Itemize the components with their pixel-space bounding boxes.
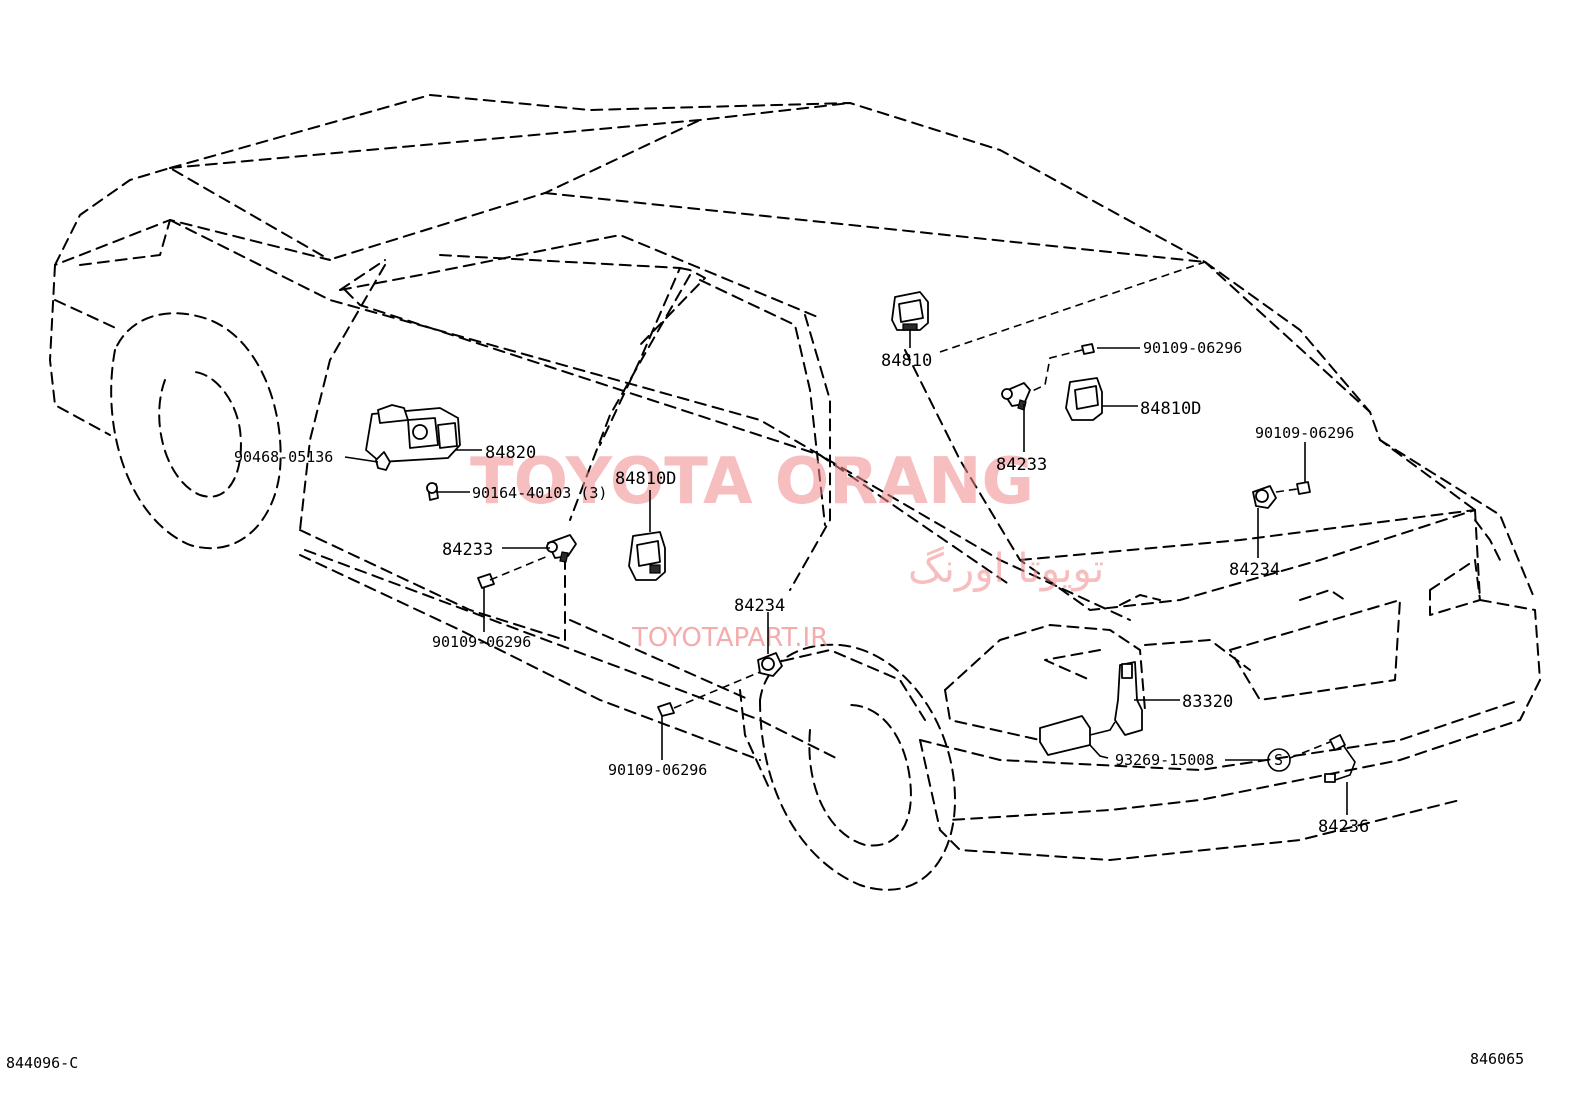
part-90109-screw-left <box>477 573 495 589</box>
label-84234-right: 84234 <box>1229 560 1280 580</box>
label-90468-05136: 90468-05136 <box>234 448 333 466</box>
label-84236: 84236 <box>1318 817 1369 837</box>
label-84233-top: 84233 <box>996 455 1047 475</box>
label-90109-06296-bottom: 90109-06296 <box>608 761 707 779</box>
leader-lines <box>344 261 1348 815</box>
watermark-url: TOYOTAPART.IR <box>631 623 828 653</box>
label-90109-06296-top: 90109-06296 <box>1143 339 1242 357</box>
label-90109-06296-right: 90109-06296 <box>1255 424 1354 442</box>
part-90468-clip <box>375 451 391 471</box>
part-90109-screw-top <box>1081 343 1095 355</box>
label-s-mark: S <box>1274 751 1283 769</box>
part-84234-lamp-mid <box>757 652 783 677</box>
part-84236-harness <box>1324 734 1356 783</box>
label-84810D-right: 84810D <box>1140 399 1201 419</box>
label-93269-15008: 93269-15008 <box>1115 751 1214 769</box>
label-84820: 84820 <box>485 443 536 463</box>
part-84810-switch <box>891 291 929 331</box>
label-90109-06296-left: 90109-06296 <box>432 633 531 651</box>
part-84233-lamp-top <box>1001 382 1031 411</box>
part-84233-lamp-left <box>546 534 577 563</box>
label-84810D-mid: 84810D <box>615 469 676 489</box>
part-84234-lamp-right <box>1252 485 1277 509</box>
watermark-brand: TOYOTA ORANG <box>470 445 1034 519</box>
watermark-persian: تویوتا اورنگ <box>908 546 1104 592</box>
watermark: TOYOTA ORANG تویوتا اورنگ TOYOTAPART.IR <box>470 445 1104 653</box>
part-90109-screw-bottom <box>657 702 675 717</box>
part-84820-master-switch <box>365 404 461 463</box>
label-84810: 84810 <box>881 351 932 371</box>
part-84810D-switch-mid <box>628 531 666 581</box>
car-outline <box>49 94 1541 891</box>
part-84810D-switch-right <box>1065 377 1103 421</box>
figure-code-left: 844096-C <box>6 1054 78 1072</box>
callout-labels: 84810 90109-06296 84233 84810D 90109-062… <box>234 339 1369 837</box>
label-84234-mid: 84234 <box>734 596 785 616</box>
label-90164-40103: 90164-40103 (3) <box>472 484 607 502</box>
label-83320: 83320 <box>1182 692 1233 712</box>
figure-code-right: 846065 <box>1470 1050 1524 1068</box>
part-90164-screw <box>426 482 439 501</box>
part-83320-module <box>1039 661 1143 756</box>
label-84233-left: 84233 <box>442 540 493 560</box>
part-90109-screw-right <box>1296 481 1311 495</box>
